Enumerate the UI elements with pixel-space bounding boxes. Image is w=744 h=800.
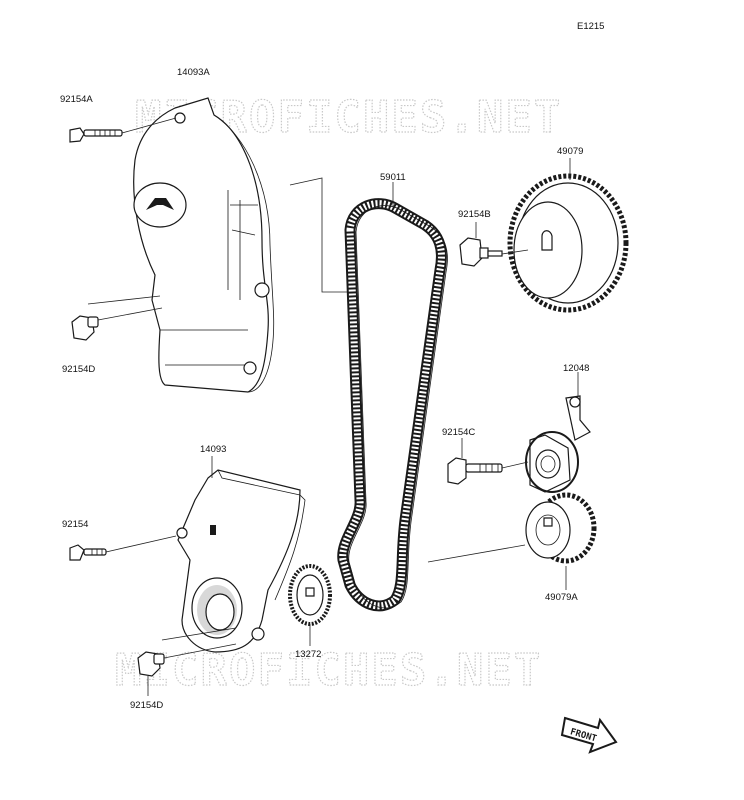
label-92154d-upper: 92154D <box>62 364 95 375</box>
label-92154b: 92154B <box>458 209 491 220</box>
crank-plate-13272 <box>288 564 332 646</box>
timing-belt <box>337 182 448 612</box>
label-14093a: 14093A <box>177 67 210 78</box>
label-12048: 12048 <box>563 363 589 374</box>
label-49079a: 49079A <box>545 592 578 603</box>
cam-pulley-49079 <box>507 158 629 313</box>
label-49079: 49079 <box>557 146 583 157</box>
label-13272: 13272 <box>295 649 321 660</box>
tensioner-bolt-92154c <box>447 438 529 485</box>
crank-pulley-49079a <box>427 492 597 590</box>
label-92154c: 92154C <box>442 427 475 438</box>
label-92154a: 92154A <box>60 94 93 105</box>
leader-cover-belt <box>289 177 348 293</box>
watermark-bottom: MICROFICHES.NET <box>115 645 542 696</box>
diagram-code: E1215 <box>577 21 604 32</box>
bolt-92154d-lower <box>137 627 237 696</box>
tensioner-12048 <box>525 372 591 493</box>
label-92154d-lower: 92154D <box>130 700 163 711</box>
bolt-92154 <box>69 535 177 561</box>
label-59011: 59011 <box>380 172 406 183</box>
pulley-bolt-92154b <box>459 222 529 267</box>
bolt-92154d-upper <box>71 295 163 341</box>
lower-timing-cover <box>176 456 306 653</box>
label-92154: 92154 <box>62 519 88 530</box>
label-14093: 14093 <box>200 444 226 455</box>
bolt-92154a <box>69 117 177 143</box>
front-arrow-icon: FRONT <box>560 716 618 754</box>
